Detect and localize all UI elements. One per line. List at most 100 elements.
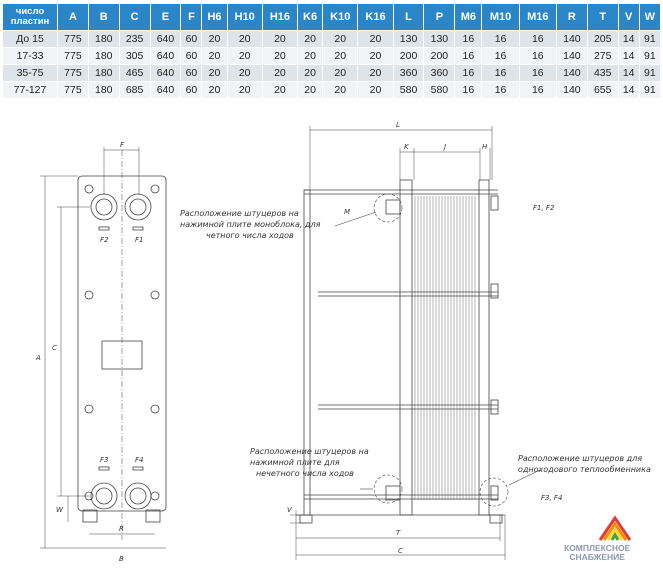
port-label-f4: F4: [135, 456, 143, 464]
header-plates: число пластин: [2, 3, 58, 31]
header-m16: M16: [518, 3, 557, 31]
table-cell: 16: [454, 47, 483, 65]
port-label-f1: F1: [135, 236, 143, 244]
header-v: V: [617, 3, 640, 31]
dim-label-r: R: [119, 525, 124, 533]
table-cell: 200: [392, 47, 425, 65]
dim-label-c: C: [52, 344, 57, 352]
table-cell: 20: [297, 30, 324, 48]
table-cell: 16: [481, 64, 520, 82]
table-cell: 20: [201, 64, 228, 82]
table-cell: 140: [555, 81, 588, 99]
table-cell: 20: [322, 47, 359, 65]
header-b: B: [87, 3, 120, 31]
table-cell: 91: [638, 47, 662, 65]
table-cell: 16: [518, 47, 557, 65]
table-cell: 580: [392, 81, 425, 99]
table-cell: 180: [87, 30, 120, 48]
table-cell: 640: [149, 81, 182, 99]
dim-label-v: V: [287, 506, 293, 514]
table-cell: 16: [518, 81, 557, 99]
table-cell: 77-127: [2, 81, 58, 99]
table-cell: 140: [555, 47, 588, 65]
table-cell: 640: [149, 30, 182, 48]
logo-icon: [598, 515, 632, 541]
table-cell: 20: [297, 81, 324, 99]
note-bottom-left: Расположение штуцеров на нажимной плите …: [250, 447, 369, 478]
table-cell: 16: [481, 30, 520, 48]
side-view-frame: [296, 179, 505, 524]
table-cell: 16: [454, 81, 483, 99]
table-cell: 14: [617, 64, 640, 82]
table-cell: 60: [180, 81, 203, 99]
table-cell: 20: [261, 47, 299, 65]
table-cell: 20: [261, 64, 299, 82]
dim-label-k: K: [404, 143, 410, 151]
table-cell: 20: [226, 64, 263, 82]
table-cell: 20: [201, 81, 228, 99]
table-cell: 435: [586, 64, 619, 82]
table-cell: 20: [261, 81, 299, 99]
table-cell: 20: [357, 30, 394, 48]
dim-label-w: W: [56, 506, 64, 514]
table-row: 35-75 775 180 465 640 60 20 20 20 20 20 …: [2, 64, 662, 82]
header-h10: H10: [226, 3, 263, 31]
table-cell: 16: [454, 64, 483, 82]
table-row: 77-127 775 180 685 640 60 20 20 20 20 20…: [2, 81, 662, 99]
table-cell: 20: [226, 30, 263, 48]
table-cell: 180: [87, 81, 120, 99]
header-p: P: [423, 3, 456, 31]
table-cell: 60: [180, 47, 203, 65]
note-top: Расположение штуцеров на нажимной плите …: [180, 209, 321, 240]
table-cell: 640: [149, 47, 182, 65]
table-cell: 20: [297, 47, 324, 65]
dim-label-m: M: [344, 208, 350, 216]
table-header-row: число пластин A B C E F H6 H10 H16 K6 K1…: [2, 3, 662, 31]
table-cell: 20: [261, 30, 299, 48]
dim-label-j: J: [442, 143, 446, 151]
dim-label-h: H: [482, 143, 488, 151]
dim-label-t: T: [396, 529, 401, 537]
table-cell: 235: [118, 30, 151, 48]
table-cell: 360: [392, 64, 425, 82]
table-cell: 20: [357, 81, 394, 99]
port-label-f3: F3: [100, 456, 108, 464]
table-cell: 14: [617, 30, 640, 48]
table-row: 17-33 775 180 305 640 60 20 20 20 20 20 …: [2, 47, 662, 65]
table-cell: 685: [118, 81, 151, 99]
table-cell: 17-33: [2, 47, 58, 65]
table-cell: 16: [518, 64, 557, 82]
table-cell: 20: [201, 30, 228, 48]
header-k16: K16: [357, 3, 394, 31]
table-cell: 91: [638, 81, 662, 99]
table-cell: 580: [423, 81, 456, 99]
table-cell: 20: [201, 47, 228, 65]
table-cell: 180: [87, 64, 120, 82]
table-cell: 275: [586, 47, 619, 65]
port-label-f2: F2: [100, 236, 109, 244]
table-cell: До 15: [2, 30, 58, 48]
company-logo: КОМПЛЕКСНОЕ СНАБЖЕНИЕ: [564, 543, 631, 562]
table-cell: 16: [481, 47, 520, 65]
front-view-dimensions: [40, 147, 166, 549]
port-label-f3-f4: F3, F4: [541, 494, 562, 502]
port-label-f1-f2: F1, F2: [533, 204, 555, 212]
table-cell: 465: [118, 64, 151, 82]
header-m6: M6: [454, 3, 483, 31]
header-h16: H16: [261, 3, 299, 31]
header-l: L: [392, 3, 425, 31]
table-cell: 775: [57, 64, 89, 82]
header-c: C: [118, 3, 151, 31]
table-cell: 655: [586, 81, 619, 99]
note-bottom-right: Расположение штуцеров для одноходового т…: [518, 454, 651, 474]
header-h6: H6: [201, 3, 228, 31]
side-view-dimensions: [290, 126, 506, 560]
callout-circles: [334, 193, 541, 507]
header-f: F: [180, 3, 203, 31]
dim-label-f: F: [120, 141, 125, 149]
table-cell: 20: [226, 81, 263, 99]
table-cell: 140: [555, 30, 588, 48]
dim-label-c-side: C: [398, 547, 403, 555]
table-cell: 305: [118, 47, 151, 65]
header-a: A: [57, 3, 89, 31]
